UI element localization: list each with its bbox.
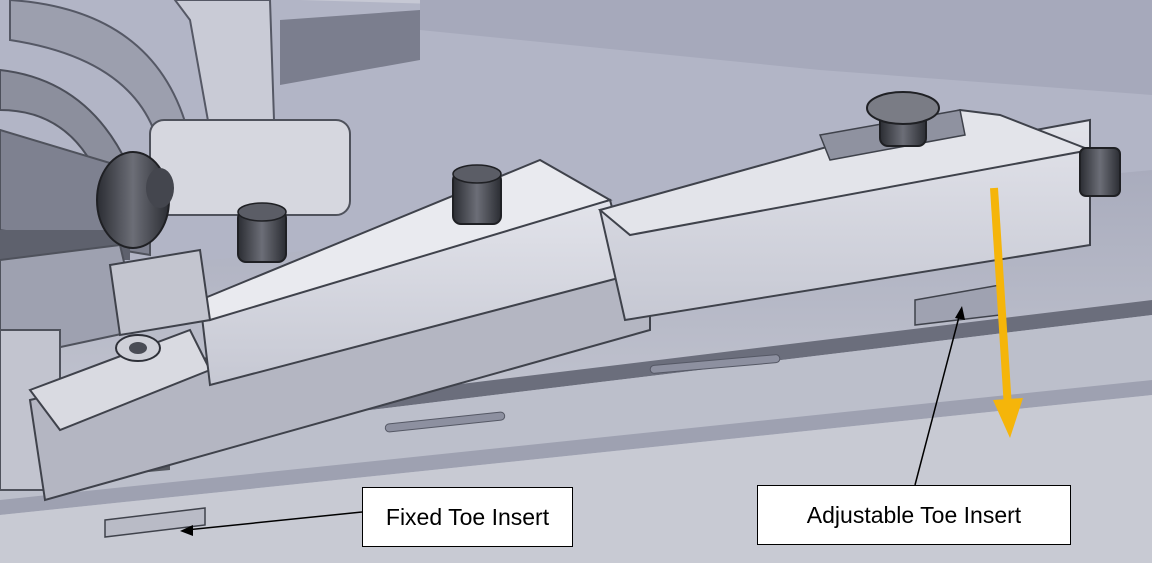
adjustable-toe-insert-label: Adjustable Toe Insert [757,485,1071,545]
fixed-toe-leader-arrowhead [180,525,193,536]
down-arrow-icon [990,187,1023,438]
fixed-toe-insert [104,507,206,538]
fixed-toe-leader-line [185,511,363,531]
clamp-body [28,158,651,502]
star-knob-icon [452,164,502,225]
star-knob-icon [237,202,287,263]
hex-socket-screw-icon [115,334,161,362]
fixed-toe-insert-label: Fixed Toe Insert [362,487,573,547]
star-knob-icon [96,151,174,249]
adjustable-slide-bar [597,108,1121,326]
star-knob-icon [866,91,940,147]
adjustable-toe-leader-line [914,312,961,486]
floor-slots [384,354,781,433]
adjustable-toe-leader-arrowhead [955,306,965,320]
